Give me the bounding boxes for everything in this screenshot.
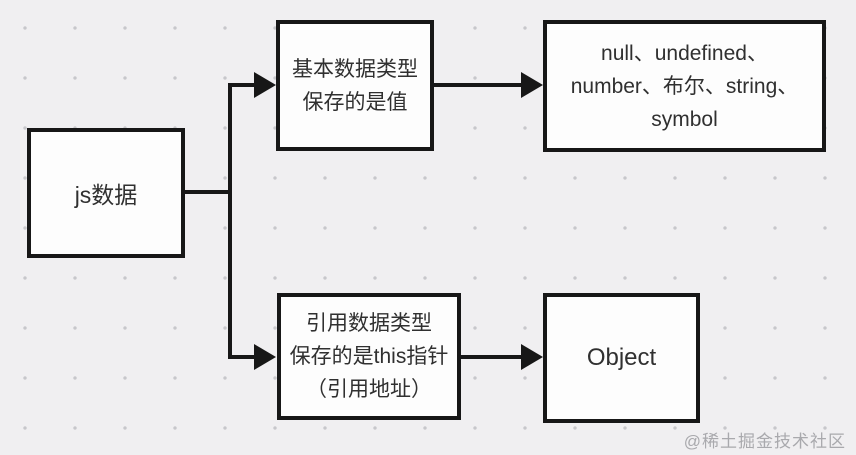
node-js-data-label: js数据 — [74, 182, 138, 208]
node-primitive-type: 基本数据类型 保存的是值 — [276, 20, 434, 151]
connector-branch-vertical — [228, 83, 232, 359]
node-object-label: Object — [586, 344, 657, 371]
connector-to-primitive-values — [434, 83, 523, 87]
arrowhead-to-reference — [254, 344, 276, 370]
watermark: @稀土掘金技术社区 — [683, 432, 846, 451]
node-primitive-values: null、undefined、 number、布尔、string、 symbol — [543, 20, 826, 152]
node-reference-type-line2: 保存的是this指针 — [289, 345, 449, 368]
connector-to-reference — [228, 355, 256, 359]
node-primitive-values-line1: null、undefined、 — [601, 41, 768, 65]
node-primitive-values-line2: number、布尔、string、 — [570, 74, 799, 98]
arrowhead-to-object — [521, 344, 543, 370]
node-object: Object — [543, 293, 700, 423]
node-primitive-type-line1: 基本数据类型 — [292, 57, 418, 81]
node-js-data: js数据 — [27, 128, 185, 258]
connector-to-object — [461, 355, 523, 359]
node-reference-type: 引用数据类型 保存的是this指针 （引用地址） — [277, 293, 461, 420]
node-primitive-values-line3: symbol — [651, 107, 718, 131]
arrowhead-to-primitive-values — [521, 72, 543, 98]
node-primitive-type-line2: 保存的是值 — [302, 90, 408, 114]
node-reference-type-line3: （引用地址） — [306, 378, 432, 401]
arrowhead-to-primitive — [254, 72, 276, 98]
node-reference-type-line1: 引用数据类型 — [306, 312, 432, 335]
connector-to-primitive — [228, 83, 256, 87]
connector-js-stem — [184, 190, 232, 194]
